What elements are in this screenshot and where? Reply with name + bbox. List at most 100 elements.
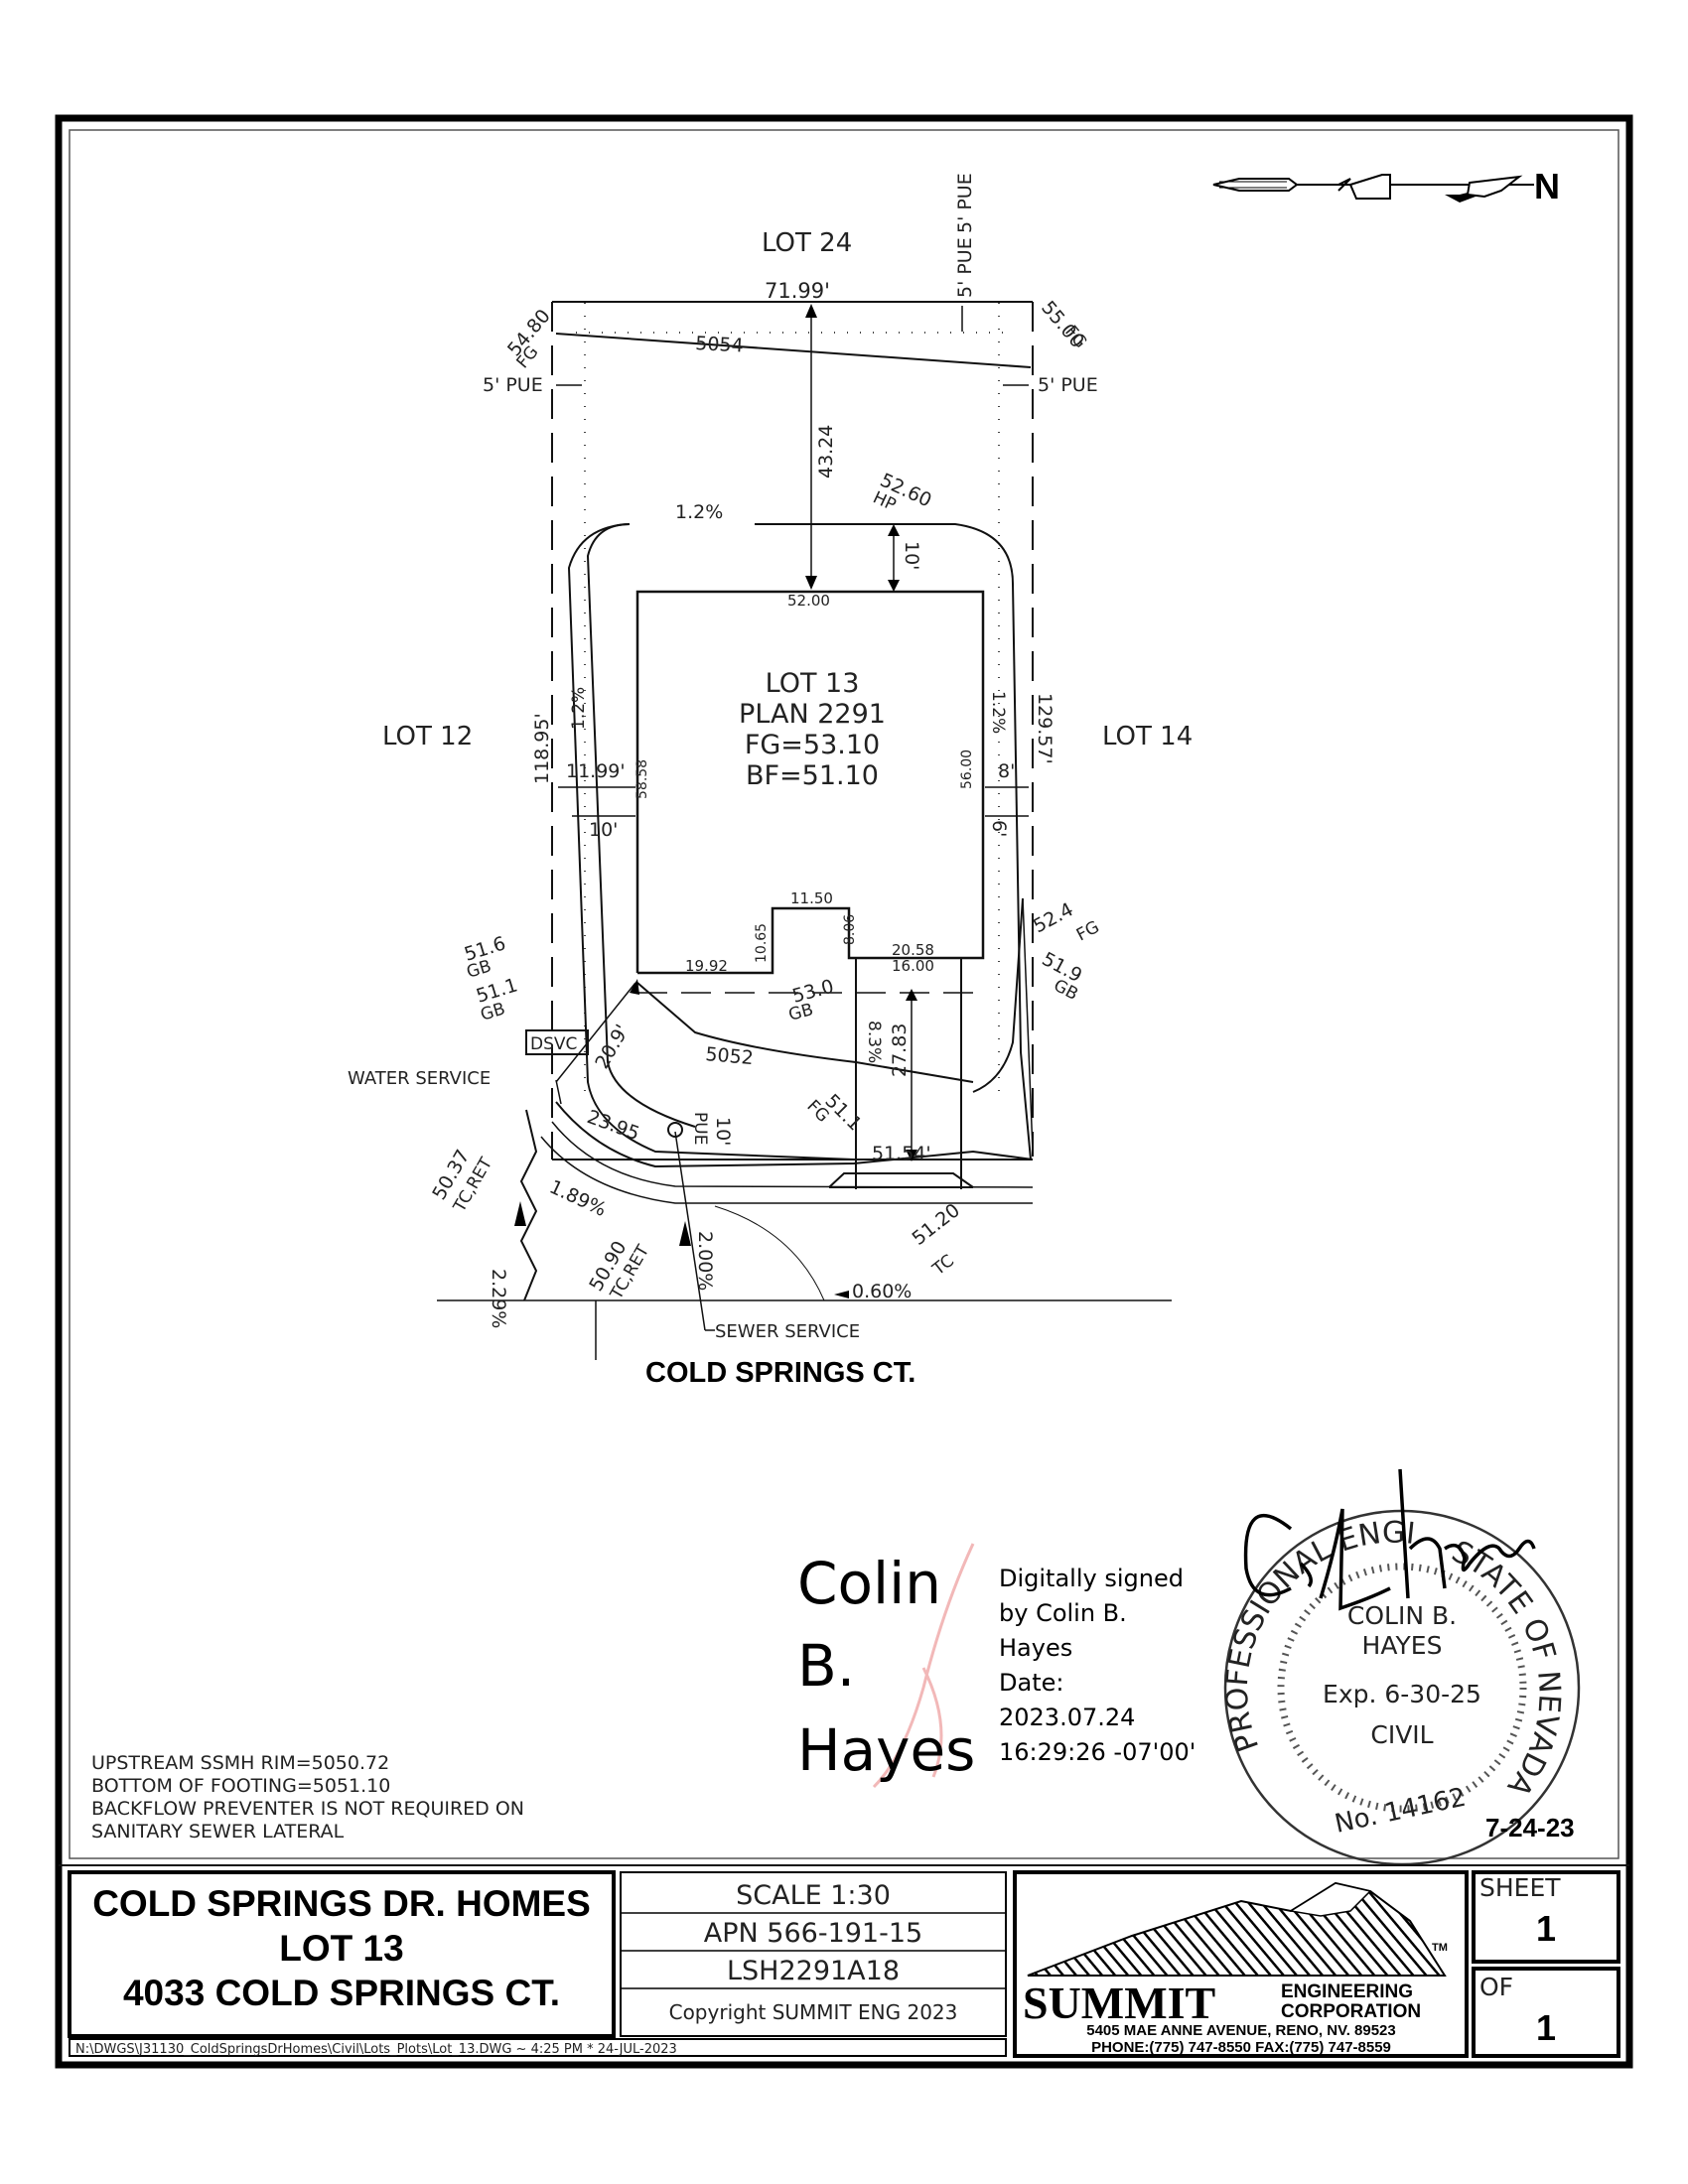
dim-209: 20.9' [591,1021,633,1072]
project-lot: LOT 13 [279,1928,403,1969]
digital-sign-line: 16:29:26 -07'00' [999,1738,1196,1766]
digital-sign-line: Digitally signed [999,1565,1184,1592]
dim-58: 58.58 [634,759,650,799]
el-530-gb: GB [786,1000,815,1025]
pue-front-label: PUE [690,1112,710,1145]
svg-text:STATE OF NEVADA: STATE OF NEVADA [1446,1535,1566,1803]
seal-date: 7-24-23 [1485,1813,1575,1843]
digital-sign-line: 2023.07.24 [999,1704,1135,1731]
slope-229: 2.29% [488,1269,509,1328]
pue-top2-label: 5' PUE [954,173,976,233]
dim-1065: 10.65 [754,923,770,963]
note-line: BACKFLOW PREVENTER IS NOT REQUIRED ON [91,1798,524,1820]
of-label: OF [1479,1973,1513,2001]
pue-top-label: 5' PUE [954,237,976,298]
dim-56: 56.00 [959,750,975,789]
el-524: 52.4 [1030,898,1077,937]
signer-name-line: Hayes [797,1716,975,1784]
company-corporation: CORPORATION [1281,2001,1421,2022]
digital-signature: Colin B. Hayes Digitally signed by Colin… [797,1543,1196,1789]
digital-sign-line: Hayes [999,1634,1072,1662]
company-engineering: ENGINEERING [1281,1981,1413,2002]
dim-1992: 19.92 [685,957,728,975]
logo-tm: TM [1432,1942,1448,1954]
slope-12a: 1.2% [675,501,723,523]
plan-code: LSH2291A18 [727,1956,900,1986]
title-block: COLD SPRINGS DR. HOMES LOT 13 4033 COLD … [59,1864,1629,2058]
dim-right: 129.57' [1034,693,1055,764]
note-line: UPSTREAM SSMH RIM=5050.72 [91,1752,389,1774]
dim-bottom: 51.54' [872,1143,931,1164]
company-name: SUMMIT [1023,1978,1215,2028]
el-5120-tc: TC [928,1251,958,1280]
street-label: COLD SPRINGS CT. [645,1357,915,1389]
water-service-label: WATER SERVICE [348,1068,491,1089]
dim-52: 52.00 [787,592,830,610]
dsvc-label: DSVC [530,1034,577,1054]
inner-border [69,129,1619,1859]
lot-12-label: LOT 12 [382,722,473,751]
slope-12c: 1.2% [988,691,1008,734]
lot-24-label: LOT 24 [762,228,852,258]
scale-text: SCALE 1:30 [736,1880,891,1911]
seal-ring-right: STATE OF NEVADA [1446,1535,1566,1803]
total-sheets: 1 [1536,2007,1556,2048]
slope-83: 8.3% [864,1021,884,1063]
dim-1150: 11.50 [790,889,833,907]
slope-12b: 1.2% [569,687,589,730]
dim-43: 43.24 [815,425,837,478]
lot-13-plan: PLAN 2291 [739,699,886,730]
pue-left-label: 5' PUE [483,374,543,396]
dim-1199: 11.99' [566,760,626,782]
note-line: BOTTOM OF FOOTING=5051.10 [91,1775,390,1797]
contour-5052: 5052 [705,1043,755,1069]
dim-2058: 20.58 [892,941,934,959]
dim-2395: 23.95 [584,1106,642,1145]
sheet-label: SHEET [1479,1873,1561,1902]
outer-border [55,114,1633,2069]
company-address: 5405 MAE ANNE AVENUE, RENO, NV. 89523 [1086,2022,1396,2039]
handwritten-signature-icon [1243,1468,1536,1611]
svg-text:PROFESSIONAL ENGINEER: PROFESSIONAL ENGINEER [0,0,1417,1756]
dim-left: 118.95' [531,713,553,784]
lot-13-fg: FG=53.10 [745,730,880,760]
seal-name-1: COLIN B. [1347,1601,1457,1630]
lot-13-title: LOT 13 [766,668,860,699]
seal-discipline: CIVIL [1370,1720,1433,1749]
dim-806: 8.06 [842,914,858,945]
site-geometry [437,301,1172,1360]
north-arrow-icon: N [1212,166,1560,206]
project-name: COLD SPRINGS DR. HOMES [92,1883,591,1924]
slope-060: 0.60% [852,1281,912,1302]
digital-sign-line: by Colin B. [999,1599,1127,1627]
seal-name-2: HAYES [1362,1631,1443,1660]
apn-text: APN 566-191-15 [704,1918,922,1949]
seal-number: No. 14162 [1333,1783,1469,1840]
company-phone: PHONE:(775) 747-8550 FAX:(775) 747-8559 [1091,2039,1391,2056]
dim-6: 6' [988,820,1010,837]
dim-10c: 10' [712,1117,734,1146]
seal-exp: Exp. 6-30-25 [1323,1680,1481,1708]
contour-5054: 5054 [695,333,744,357]
el-5120: 51.20 [909,1199,964,1250]
seal-ring-top: PROFESSIONAL ENGINEER [0,0,1417,1756]
pue-right-label: 5' PUE [1038,374,1098,396]
summit-logo-icon: TM SUMMIT ENGINEERING CORPORATION 5405 M… [1023,1881,1448,2056]
signature-flourish [872,1543,975,1789]
project-address: 4033 COLD SPRINGS CT. [123,1973,560,2013]
dim-1600: 16.00 [892,957,934,975]
sewer-service-label: SEWER SERVICE [715,1321,860,1342]
file-path: N:\DWGS\J31130_ColdSpringsDrHomes\Civil\… [75,2042,677,2057]
signer-name-line: Colin [797,1550,941,1617]
north-label: N [1534,166,1560,206]
dim-27: 27.83 [889,1024,911,1077]
el-524-fg: FG [1073,917,1103,945]
dim-8: 8' [998,760,1015,782]
note-line: SANITARY SEWER LATERAL [91,1821,345,1843]
digital-sign-line: Date: [999,1669,1063,1697]
dim-top: 71.99' [765,279,830,303]
slope-200: 2.00% [694,1231,716,1291]
copyright-text: Copyright SUMMIT ENG 2023 [669,2000,958,2024]
lot-13-bf: BF=51.10 [746,760,879,791]
